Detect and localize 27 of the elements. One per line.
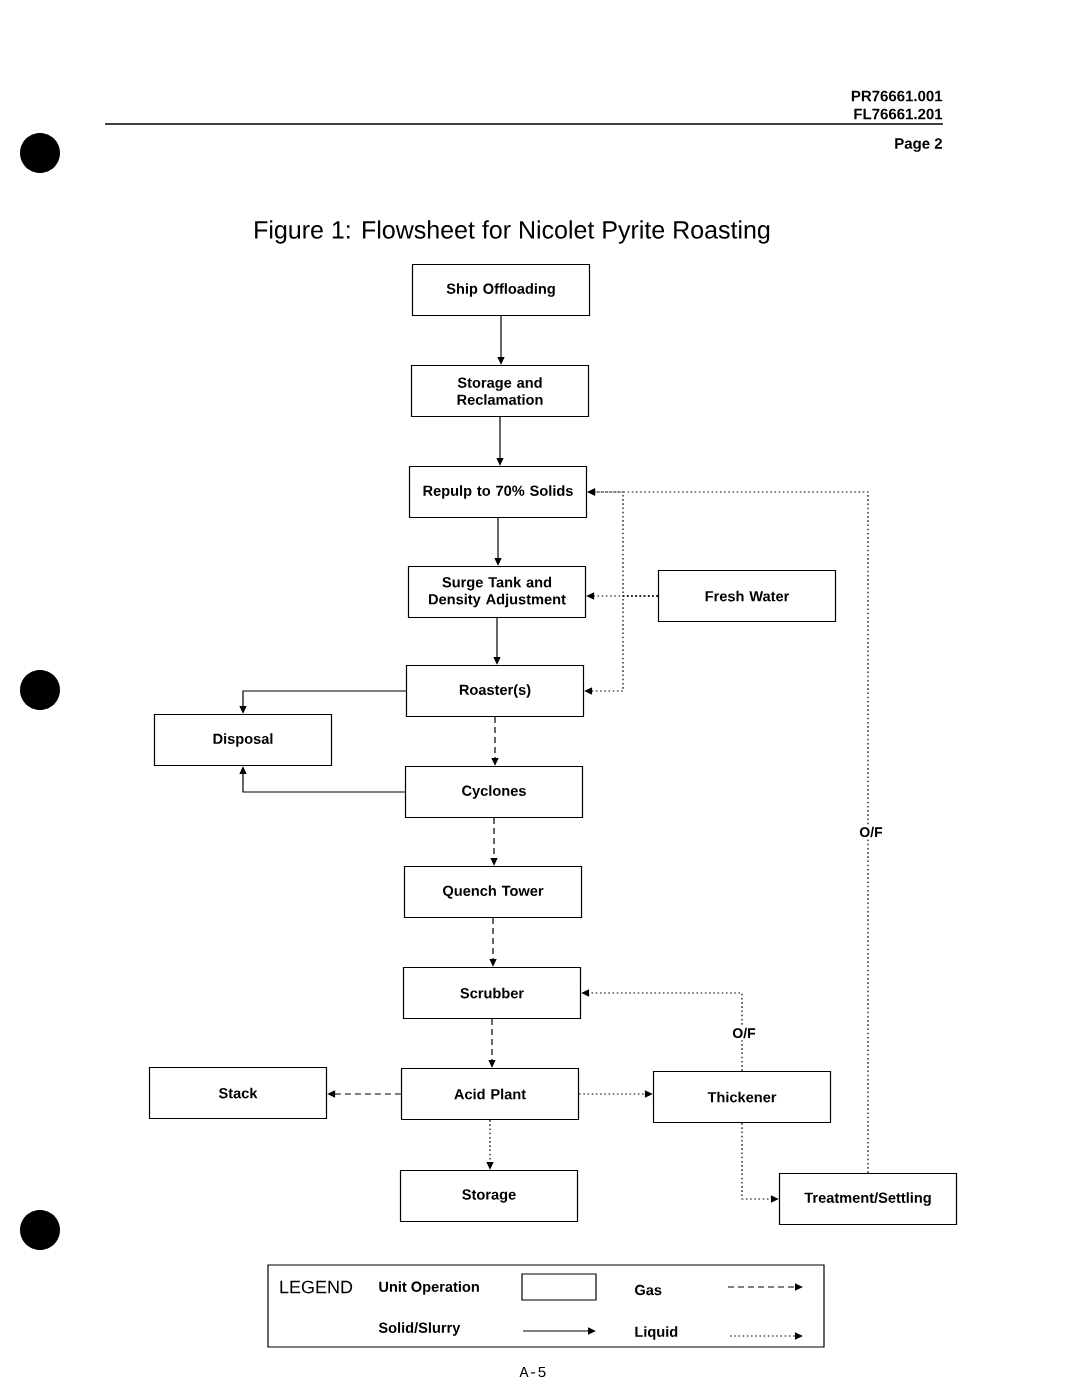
process-box: Roaster(s)	[405, 664, 585, 718]
process-box: Treatment/Settling	[778, 1172, 958, 1226]
process-box: Scrubber	[402, 966, 582, 1020]
legend-text: Solid/Slurry	[378, 1322, 461, 1336]
process-box: Thickener	[652, 1070, 832, 1124]
process-box: Disposal	[153, 713, 333, 767]
page-footer: A-5	[519, 1367, 546, 1378]
legend-text: Unit Operation	[379, 1281, 479, 1295]
process-box: Storage and Reclamation	[410, 364, 590, 418]
title: Figure 1: Flowsheet for Nicolet Pyrite Roasting	[255, 220, 770, 244]
process-box: Repulp to 70% Solids	[408, 465, 588, 519]
process-box: Acid Plant	[400, 1067, 580, 1121]
process-box: Fresh Water	[657, 569, 837, 623]
process-box: Cyclones	[404, 765, 584, 819]
legend-heading: LEGEND	[280, 1280, 353, 1294]
process-box: Storage	[399, 1169, 579, 1223]
page-number: Page 2	[895, 138, 942, 152]
doc-number: FL76661.201	[854, 108, 943, 120]
process-box: Ship Offloading	[411, 263, 591, 317]
process-box: Surge Tank and Density Adjustment	[407, 565, 587, 619]
process-box: Quench Tower	[403, 865, 583, 919]
legend-text: Gas	[635, 1284, 662, 1296]
edge-label: O/F	[730, 1025, 758, 1041]
doc-number: PR76661.001	[851, 90, 943, 102]
legend-text: Liquid	[635, 1326, 678, 1340]
edge-label: O/F	[857, 824, 885, 840]
process-box: Stack	[148, 1066, 328, 1120]
